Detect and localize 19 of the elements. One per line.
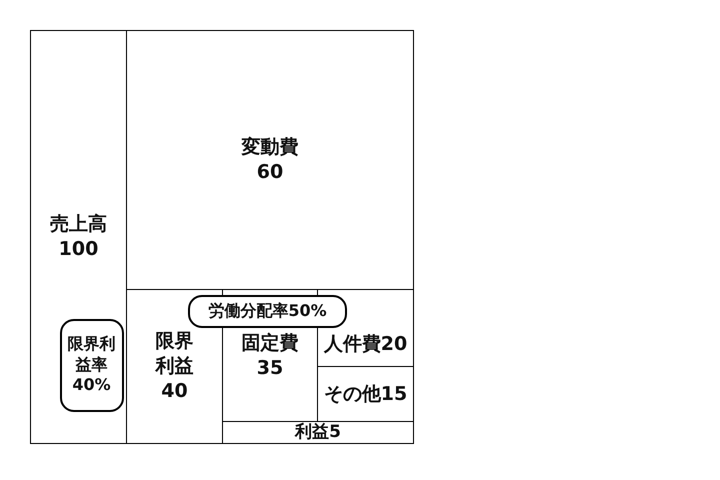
cell-label: 労働分配率50%: [208, 301, 327, 322]
value-label: 60: [256, 160, 284, 185]
value-label: 100: [58, 237, 98, 262]
rounded-label-box: [188, 295, 347, 328]
cell-label: 固定費: [242, 330, 298, 356]
table-cell: [126, 30, 414, 290]
cell-label: その他15: [324, 382, 408, 406]
value-label: 40%: [72, 375, 111, 396]
cell-label: 変動費: [242, 135, 298, 160]
rounded-label-box: [60, 318, 124, 412]
cell-label: 人件費20: [324, 332, 408, 356]
cell-label: 売上高: [50, 212, 107, 237]
cell-label: 限界利益率: [68, 334, 116, 376]
cell-label: 限界利益: [154, 329, 194, 379]
value-label: 40: [161, 378, 188, 404]
value-label: 35: [256, 356, 284, 380]
table-cell: [30, 30, 127, 444]
table-cell: [222, 421, 414, 444]
cell-label: 利益5: [295, 424, 341, 441]
